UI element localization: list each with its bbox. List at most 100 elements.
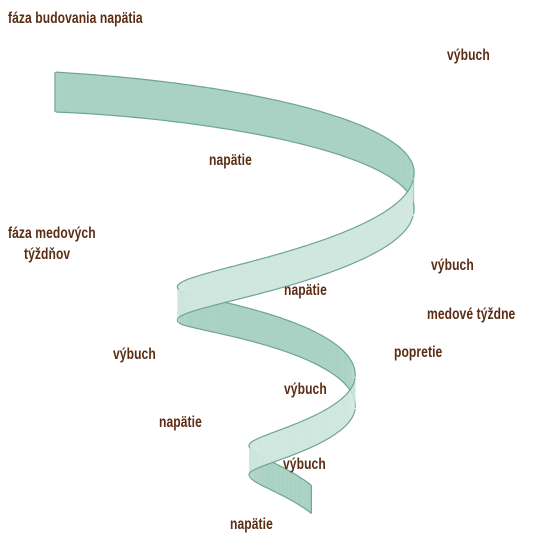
ribbon-front-segment	[406, 191, 407, 229]
ribbon-back-segment	[346, 354, 347, 387]
ribbon-back-segment	[145, 79, 150, 118]
ribbon-back-segment	[328, 339, 330, 372]
ribbon-back-segment	[127, 78, 132, 117]
ribbon-back-segment	[275, 316, 278, 349]
ribbon-back-segment	[270, 314, 273, 347]
ribbon-back-segment	[309, 484, 310, 513]
ribbon-front-segment	[253, 260, 257, 295]
label-tension-upper: napätie	[209, 151, 252, 171]
ribbon-back-segment	[123, 77, 128, 116]
ribbon-back-segment	[272, 462, 273, 491]
ribbon-front-segment	[250, 261, 254, 296]
ribbon-front-segment	[261, 437, 262, 467]
ribbon-front-segment	[389, 207, 391, 244]
ribbon-front-segment	[331, 406, 333, 437]
ribbon-front-segment	[191, 278, 193, 312]
ribbon-back-segment	[227, 303, 230, 336]
ribbon-back-segment	[348, 120, 352, 159]
ribbon-back-segment	[337, 346, 339, 379]
ribbon-back-segment	[183, 84, 189, 123]
ribbon-front-segment	[273, 255, 277, 291]
label-explosion-right: výbuch	[431, 256, 474, 276]
ribbon-front-segment	[187, 279, 188, 313]
ribbon-front-segment	[372, 217, 375, 254]
ribbon-front-segment	[410, 185, 411, 223]
ribbon-back-segment	[405, 152, 407, 190]
ribbon-back-segment	[309, 329, 311, 362]
ribbon-back-segment	[391, 141, 394, 180]
ribbon-back-segment	[303, 326, 305, 359]
ribbon-back-segment	[396, 144, 398, 183]
ribbon-front-segment	[345, 395, 346, 427]
ribbon-back-segment	[232, 304, 235, 337]
ribbon-back-segment	[243, 94, 249, 133]
ribbon-front-segment	[364, 222, 367, 259]
ribbon-front-segment	[382, 212, 385, 249]
ribbon-front-segment	[196, 276, 198, 310]
ribbon-front-segment	[408, 190, 409, 228]
ribbon-back-segment	[302, 479, 303, 508]
ribbon-front-segment	[279, 253, 283, 289]
ribbon-front-segment	[334, 404, 335, 435]
ribbon-back-segment	[163, 82, 168, 121]
ribbon-front-segment	[293, 424, 295, 455]
ribbon-front-segment	[265, 435, 266, 465]
ribbon-back-segment	[305, 481, 306, 510]
ribbon-front-segment	[208, 272, 211, 307]
ribbon-front-segment	[293, 249, 297, 285]
ribbon-front-segment	[412, 180, 413, 218]
ribbon-front-segment	[203, 274, 205, 309]
ribbon-front-segment	[269, 434, 270, 464]
ribbon-front-segment	[411, 183, 412, 221]
ribbon-back-segment	[67, 73, 69, 113]
ribbon-back-segment	[369, 129, 373, 168]
ribbon-front-segment	[312, 416, 314, 447]
ribbon-back-segment	[378, 133, 381, 172]
ribbon-front-segment	[251, 442, 252, 472]
ribbon-front-segment	[301, 421, 303, 452]
ribbon-back-segment	[319, 111, 324, 150]
ribbon-back-segment	[307, 328, 309, 361]
ribbon-front-segment	[327, 408, 329, 439]
ribbon-back-segment	[275, 463, 276, 492]
ribbon-back-segment	[136, 79, 141, 118]
ribbon-front-segment	[188, 279, 190, 313]
ribbon-back-segment	[268, 99, 274, 138]
ribbon-front-segment	[330, 236, 334, 272]
ribbon-back-segment	[251, 309, 254, 342]
ribbon-front-segment	[272, 432, 273, 462]
ribbon-front-segment	[263, 436, 264, 466]
ribbon-front-segment	[337, 401, 338, 433]
ribbon-back-segment	[87, 74, 91, 114]
ribbon-back-segment	[400, 147, 402, 186]
ribbon-front-segment	[325, 409, 327, 440]
ribbon-front-segment	[352, 385, 353, 417]
ribbon-front-segment	[257, 439, 258, 469]
ribbon-back-segment	[328, 114, 333, 153]
ribbon-front-segment	[300, 421, 302, 452]
ribbon-front-segment	[332, 405, 333, 436]
ribbon-front-segment	[253, 441, 254, 471]
ribbon-front-segment	[296, 248, 300, 284]
ribbon-back-segment	[228, 91, 234, 130]
ribbon-front-segment	[393, 204, 395, 241]
ribbon-front-segment	[385, 210, 388, 247]
ribbon-front-segment	[352, 386, 353, 418]
ribbon-back-segment	[81, 74, 84, 114]
ribbon-back-segment	[349, 357, 350, 390]
ribbon-back-segment	[297, 105, 302, 144]
ribbon-front-segment	[276, 431, 278, 461]
ribbon-front-segment	[262, 436, 263, 466]
ribbon-front-segment	[222, 268, 225, 303]
ribbon-front-segment	[358, 224, 361, 261]
ribbon-front-segment	[271, 433, 272, 463]
ribbon-front-segment	[227, 267, 230, 302]
ribbon-back-segment	[302, 106, 307, 145]
label-building-phase: fáza budovania napätia	[8, 9, 143, 29]
ribbon-back-segment	[315, 110, 320, 149]
ribbon-front-segment	[304, 419, 306, 450]
ribbon-front-segment	[180, 283, 181, 317]
ribbon-back-segment	[366, 128, 370, 167]
ribbon-front-segment	[279, 430, 281, 460]
ribbon-back-segment	[218, 89, 224, 128]
